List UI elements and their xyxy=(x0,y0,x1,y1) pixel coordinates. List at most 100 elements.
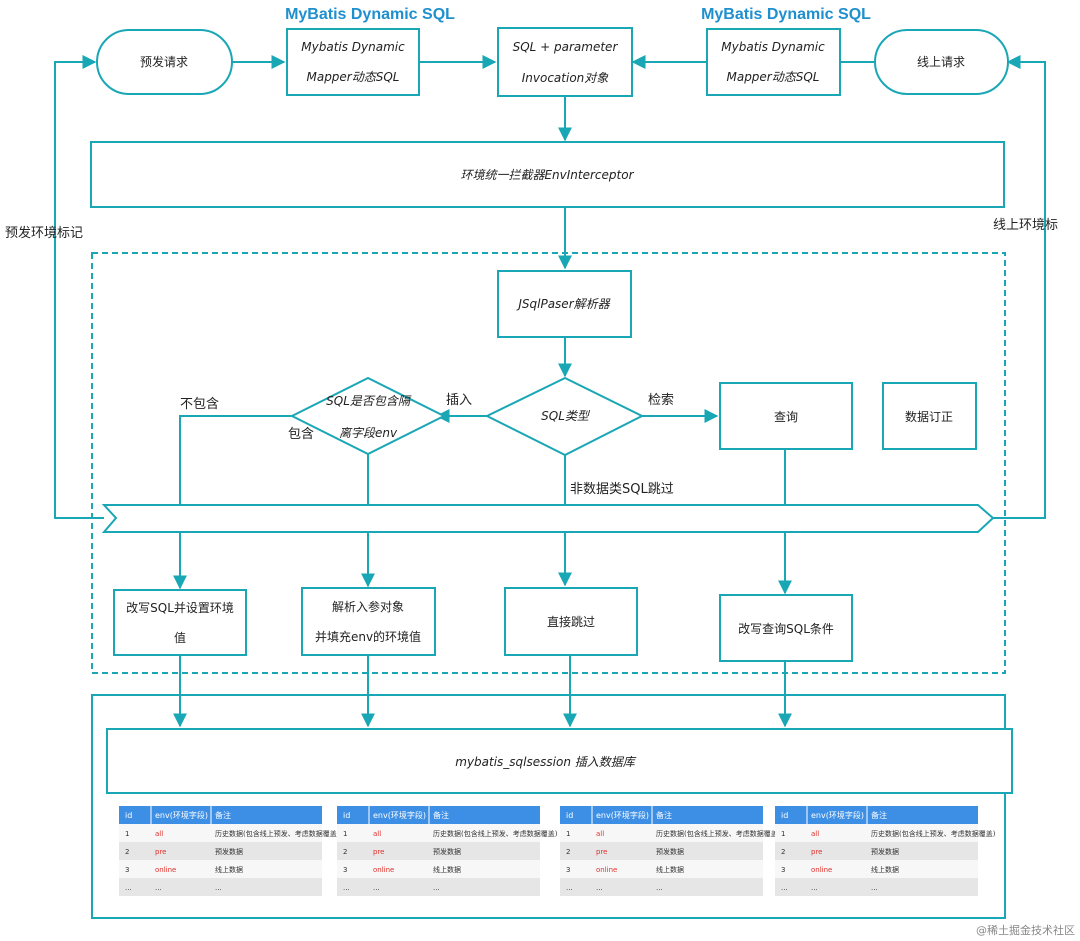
sql-type-diamond: SQL类型 xyxy=(484,376,645,457)
svg-text:值: 值 xyxy=(174,630,186,645)
svg-text:Mybatis Dynamic: Mybatis Dynamic xyxy=(301,40,405,54)
table-row xyxy=(775,860,978,878)
table-row xyxy=(337,878,540,896)
svg-text:环境统一拦截器EnvInterceptor: 环境统一拦截器EnvInterceptor xyxy=(460,168,634,182)
table-row xyxy=(560,842,763,860)
table-header-cell: env(环境字段) xyxy=(811,810,864,820)
table-cell: 2 xyxy=(343,848,347,856)
table-header-cell: id xyxy=(343,811,350,820)
table-row xyxy=(337,824,540,842)
table-header-cell: 备注 xyxy=(656,810,672,820)
table-cell: 预发数据 xyxy=(871,847,899,856)
table-cell: 2 xyxy=(781,848,785,856)
table-cell: all xyxy=(596,830,604,838)
svg-text:预发请求: 预发请求 xyxy=(140,54,188,69)
table-cell: 预发数据 xyxy=(656,847,684,856)
table-cell: 历史数据(包含线上预发、考虑数据覆盖) xyxy=(871,829,996,838)
table-cell: ... xyxy=(811,884,818,892)
parse-params-node: 解析入参对象 并填充env的环境值 xyxy=(301,587,436,656)
table-row xyxy=(119,860,322,878)
table-cell: ... xyxy=(596,884,603,892)
label-not-contains: 不包含 xyxy=(180,396,219,412)
table-cell: all xyxy=(373,830,381,838)
table-header-cell: env(环境字段) xyxy=(373,810,426,820)
table-cell: pre xyxy=(155,848,166,856)
title-right: MyBatis Dynamic SQL xyxy=(701,6,871,23)
table-cell: ... xyxy=(433,884,440,892)
svg-text:Invocation对象: Invocation对象 xyxy=(522,71,610,85)
interceptor-node: 环境统一拦截器EnvInterceptor xyxy=(90,141,1005,208)
table-cell: all xyxy=(155,830,163,838)
mapper-right-node: Mybatis Dynamic Mapper动态SQL xyxy=(706,28,841,96)
parser-node: JSqlPaser解析器 xyxy=(497,270,632,338)
svg-text:SQL类型: SQL类型 xyxy=(541,409,591,423)
table-header-bg xyxy=(775,806,978,824)
table-row xyxy=(560,860,763,878)
table-cell: 历史数据(包含线上预发、考虑数据覆盖) xyxy=(656,829,781,838)
table-row xyxy=(560,824,763,842)
table-header-cell: 备注 xyxy=(215,810,231,820)
table-cell: 2 xyxy=(566,848,570,856)
label-contains: 包含 xyxy=(288,426,314,442)
watermark: @稀土掘金技术社区 xyxy=(976,923,1075,937)
table-cell: pre xyxy=(596,848,607,856)
table-cell: ... xyxy=(781,884,788,892)
svg-text:SQL + parameter: SQL + parameter xyxy=(513,40,619,54)
table-cell: pre xyxy=(811,848,822,856)
table-row xyxy=(119,878,322,896)
table-cell: 线上数据 xyxy=(871,865,899,874)
parse-region xyxy=(91,252,1006,674)
label-insert: 插入 xyxy=(446,393,472,408)
table-cell: 3 xyxy=(566,866,570,874)
table-cell: ... xyxy=(373,884,380,892)
table-row xyxy=(775,824,978,842)
table-header-cell: env(环境字段) xyxy=(596,810,649,820)
table-header-cell: 备注 xyxy=(871,810,887,820)
table-header-cell: id xyxy=(125,811,132,820)
table-cell: online xyxy=(155,866,176,874)
svg-text:直接跳过: 直接跳过 xyxy=(547,614,595,629)
svg-text:解析入参对象: 解析入参对象 xyxy=(332,599,404,614)
online-request-node: 线上请求 xyxy=(874,29,1009,95)
rewrite-query-node: 改写查询SQL条件 xyxy=(719,594,853,662)
svg-text:Mapper动态SQL: Mapper动态SQL xyxy=(306,70,399,84)
table-cell: ... xyxy=(566,884,573,892)
table-cell: 历史数据(包含线上预发、考虑数据覆盖) xyxy=(215,829,340,838)
db-region xyxy=(91,694,1006,919)
table-cell: 1 xyxy=(343,830,347,838)
table-header-bg xyxy=(337,806,540,824)
title-left: MyBatis Dynamic SQL xyxy=(285,6,455,23)
table-cell: 1 xyxy=(781,830,785,838)
invocation-node: SQL + parameter Invocation对象 xyxy=(497,27,633,97)
table-row xyxy=(337,860,540,878)
table-row xyxy=(119,842,322,860)
svg-text:线上请求: 线上请求 xyxy=(917,55,965,69)
svg-text:Mapper动态SQL: Mapper动态SQL xyxy=(726,70,819,84)
table-cell: 3 xyxy=(343,866,347,874)
svg-text:数据订正: 数据订正 xyxy=(905,409,953,424)
table-header-cell: env(环境字段) xyxy=(155,810,208,820)
table-cell: pre xyxy=(373,848,384,856)
svg-text:改写SQL并设置环境: 改写SQL并设置环境 xyxy=(126,600,234,615)
table-cell: 线上数据 xyxy=(215,865,243,874)
label-online-env-mark: 线上环境标 xyxy=(993,218,1058,233)
query-node: 查询 xyxy=(719,382,853,450)
table-cell: 线上数据 xyxy=(656,865,684,874)
svg-text:SQL是否包含隔: SQL是否包含隔 xyxy=(326,394,412,408)
table-cell: 1 xyxy=(566,830,570,838)
table-row xyxy=(775,842,978,860)
table-cell: all xyxy=(811,830,819,838)
label-retrieve: 检索 xyxy=(648,393,674,408)
sqlsession-node: mybatis_sqlsession 插入数据库 xyxy=(106,728,1013,794)
table-cell: 预发数据 xyxy=(215,847,243,856)
rewrite-sql-node: 改写SQL并设置环境 值 xyxy=(113,589,247,656)
svg-text:改写查询SQL条件: 改写查询SQL条件 xyxy=(738,622,834,636)
table-header-cell: 备注 xyxy=(433,810,449,820)
svg-text:查询: 查询 xyxy=(774,410,798,424)
label-pre-env-mark: 预发环境标记 xyxy=(5,225,83,241)
table-header-bg xyxy=(560,806,763,824)
